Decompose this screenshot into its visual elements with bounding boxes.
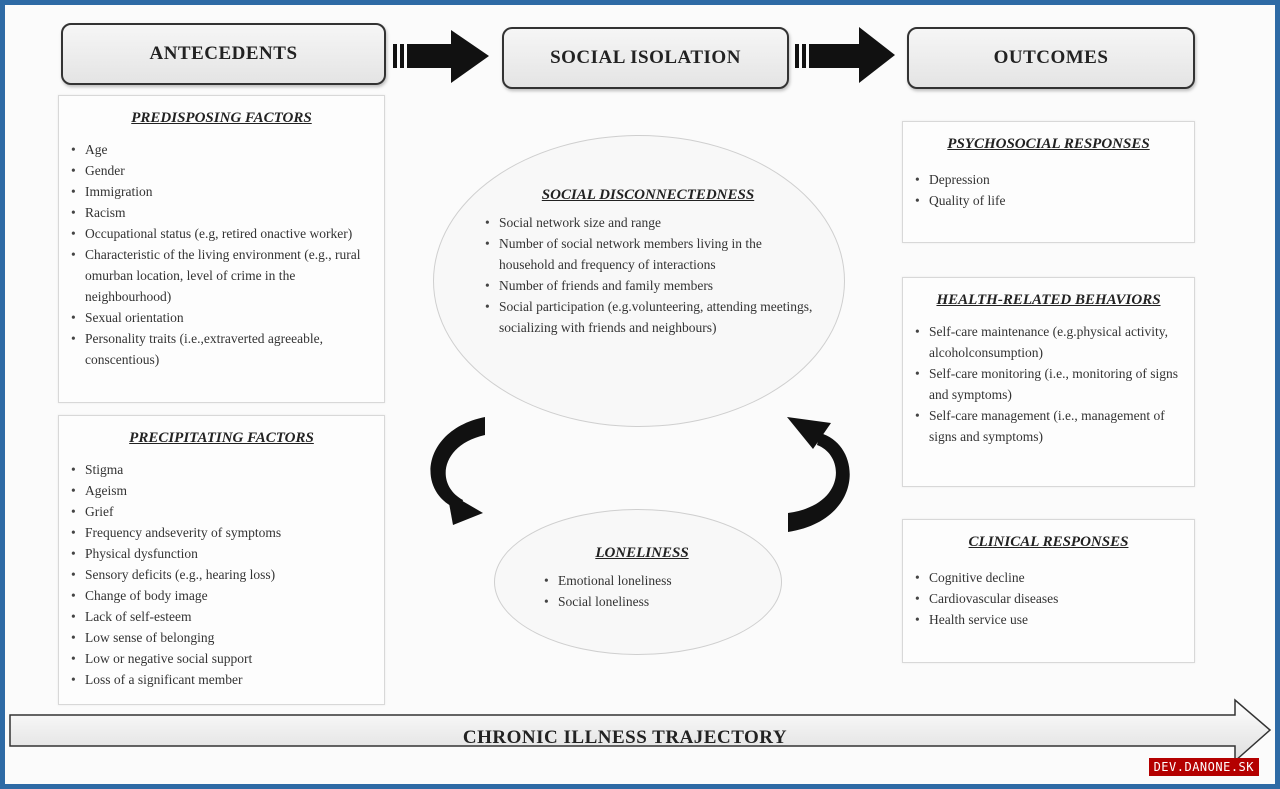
- antecedents-header: ANTECEDENTS: [61, 23, 386, 85]
- loneliness-title: LONELINESS: [595, 545, 689, 561]
- predisposing-factors-list: Age Gender Immigration Racism Occupation…: [69, 139, 374, 370]
- list-item: Number of social network members living …: [483, 233, 813, 275]
- list-item: Personality traits (i.e.,extraverted agr…: [69, 328, 374, 370]
- list-item: Sensory deficits (e.g., hearing loss): [69, 564, 374, 585]
- list-item: Number of friends and family members: [483, 275, 813, 296]
- list-item: Cardiovascular diseases: [913, 588, 1184, 609]
- list-item: Lack of self-esteem: [69, 606, 374, 627]
- list-item: Social loneliness: [542, 591, 742, 612]
- diagram-arrows: [9, 27, 1272, 763]
- list-item: Frequency andseverity of symptoms: [69, 522, 374, 543]
- list-item: Depression: [913, 169, 1184, 190]
- clinical-responses-panel: CLINICAL RESPONSES Cognitive decline Car…: [902, 519, 1195, 663]
- loneliness-content: LONELINESS Emotional loneliness Social l…: [542, 541, 742, 612]
- list-item: Loss of a significant member: [69, 669, 374, 690]
- clinical-responses-title: CLINICAL RESPONSES: [968, 534, 1129, 550]
- list-item: Quality of life: [913, 190, 1184, 211]
- social-isolation-header: SOCIAL ISOLATION: [502, 27, 789, 89]
- list-item: Racism: [69, 202, 374, 223]
- list-item: Physical dysfunction: [69, 543, 374, 564]
- watermark-badge: DEV.DANONE.SK: [1148, 758, 1259, 776]
- health-related-behaviors-panel: HEALTH-RELATED BEHAVIORS Self-care maint…: [902, 277, 1195, 487]
- precipitating-factors-list: Stigma Ageism Grief Frequency andseverit…: [69, 459, 374, 690]
- list-item: Self-care maintenance (e.g.physical acti…: [913, 321, 1184, 363]
- clinical-responses-list: Cognitive decline Cardiovascular disease…: [913, 567, 1184, 630]
- cycle-arrow-right: [787, 417, 850, 532]
- list-item: Immigration: [69, 181, 374, 202]
- predisposing-factors-panel: PREDISPOSING FACTORS Age Gender Immigrat…: [58, 95, 385, 403]
- list-item: Gender: [69, 160, 374, 181]
- social-disconnectedness-title: SOCIAL DISCONNECTEDNESS: [541, 187, 755, 203]
- list-item: Health service use: [913, 609, 1184, 630]
- list-item: Cognitive decline: [913, 567, 1184, 588]
- list-item: Ageism: [69, 480, 374, 501]
- list-item: Grief: [69, 501, 374, 522]
- list-item: Sexual orientation: [69, 307, 374, 328]
- psychosocial-responses-panel: PSYCHOSOCIAL RESPONSES Depression Qualit…: [902, 121, 1195, 243]
- psychosocial-responses-list: Depression Quality of life: [913, 169, 1184, 211]
- precipitating-factors-title: PRECIPITATING FACTORS: [129, 430, 314, 446]
- list-item: Social network size and range: [483, 212, 813, 233]
- social-disconnectedness-list: Social network size and range Number of …: [483, 212, 813, 338]
- list-item: Social participation (e.g.volunteering, …: [483, 296, 813, 338]
- precipitating-factors-panel: PRECIPITATING FACTORS Stigma Ageism Grie…: [58, 415, 385, 705]
- list-item: Self-care monitoring (i.e., monitoring o…: [913, 363, 1184, 405]
- chronic-illness-trajectory-label: CHRONIC ILLNESS TRAJECTORY: [462, 727, 788, 748]
- list-item: Low or negative social support: [69, 648, 374, 669]
- trajectory-arrow: [9, 698, 1272, 763]
- header-arrow-2: [795, 27, 895, 83]
- list-item: Emotional loneliness: [542, 570, 742, 591]
- outcomes-header: OUTCOMES: [907, 27, 1195, 89]
- list-item: Low sense of belonging: [69, 627, 374, 648]
- loneliness-list: Emotional loneliness Social loneliness: [542, 570, 742, 612]
- header-arrow-1: [393, 30, 489, 83]
- list-item: Age: [69, 139, 374, 160]
- health-related-behaviors-list: Self-care maintenance (e.g.physical acti…: [913, 321, 1184, 447]
- health-related-behaviors-title: HEALTH-RELATED BEHAVIORS: [936, 292, 1161, 308]
- cycle-arrow-left: [430, 417, 485, 525]
- social-disconnectedness-content: SOCIAL DISCONNECTEDNESS Social network s…: [483, 183, 813, 338]
- psychosocial-responses-title: PSYCHOSOCIAL RESPONSES: [947, 136, 1150, 152]
- list-item: Stigma: [69, 459, 374, 480]
- list-item: Characteristic of the living environment…: [69, 244, 374, 307]
- list-item: Change of body image: [69, 585, 374, 606]
- predisposing-factors-title: PREDISPOSING FACTORS: [131, 110, 312, 126]
- list-item: Self-care management (i.e., management o…: [913, 405, 1184, 447]
- list-item: Occupational status (e.g, retired onacti…: [69, 223, 374, 244]
